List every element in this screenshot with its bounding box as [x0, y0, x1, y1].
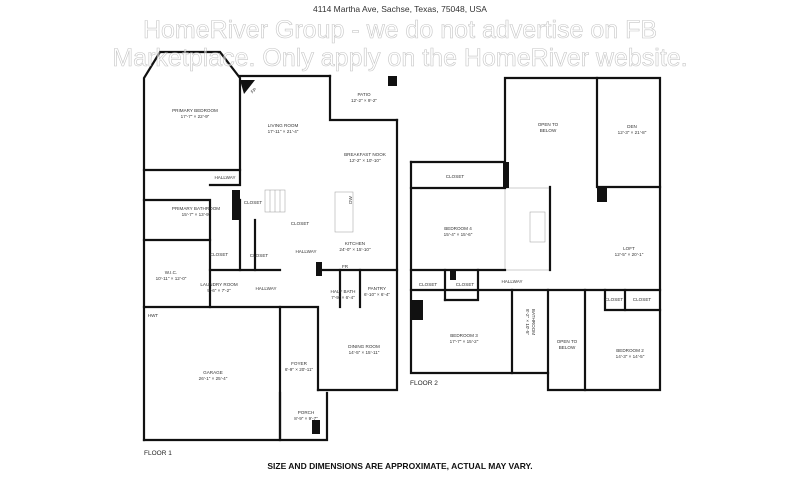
watermark-line-1: HomeRiver Group - we do not advertise on…	[142, 16, 658, 44]
room-hallway: HALLWAY	[501, 279, 523, 284]
floor-2-walls	[409, 76, 662, 392]
room-closet: CLOSET	[249, 253, 269, 258]
water-heater-label: HWT	[147, 313, 159, 318]
room-wic: W.I.C.10'-11" × 12'-0"	[155, 270, 187, 281]
room-closet: CLOSET	[632, 297, 652, 302]
floor-2-label: FLOOR 2	[410, 380, 438, 387]
fridge-label: FR	[341, 264, 349, 269]
room-hallway: HALLWAY	[255, 286, 277, 291]
floor-1-solid-blocks	[232, 76, 397, 434]
room-hallway: HALLWAY	[214, 175, 236, 180]
room-closet: CLOSET	[290, 221, 310, 226]
room-closet: CLOSET	[243, 200, 263, 205]
property-address: 4114 Martha Ave, Sachse, Texas, 75048, U…	[313, 4, 487, 14]
floor-1-walls	[142, 50, 399, 442]
room-open-to-below: OPEN TO BELOW	[537, 122, 559, 133]
disclaimer: SIZE AND DIMENSIONS ARE APPROXIMATE, ACT…	[267, 461, 533, 471]
stairs	[264, 187, 551, 271]
floor-2-solid-blocks	[411, 162, 607, 320]
floor-1-label: FLOOR 1	[144, 450, 172, 457]
dishwasher-label: DW	[348, 196, 353, 204]
room-closet: CLOSET	[209, 252, 229, 257]
room-closet: CLOSET	[604, 297, 624, 302]
room-closet: CLOSET	[418, 282, 438, 287]
room-hallway: HALLWAY	[295, 249, 317, 254]
room-closet: CLOSET	[455, 282, 475, 287]
room-closet: CLOSET	[445, 174, 465, 179]
room-open-to-below: OPEN TO BELOW	[556, 339, 578, 350]
watermark-line-2: Marketplace. Only apply on the HomeRiver…	[112, 44, 688, 72]
